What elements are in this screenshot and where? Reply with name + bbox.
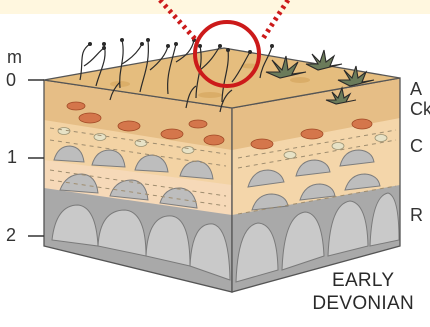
depth-axis-ticks: [28, 80, 44, 236]
caption-line-1: EARLY: [312, 269, 414, 293]
depth-unit-label: m: [7, 48, 22, 66]
depth-tick-1: 1: [7, 148, 17, 166]
top-glow: [0, 0, 430, 14]
front-face: [44, 80, 232, 292]
caption-line-2: DEVONIAN: [312, 292, 414, 316]
horizon-label-r: R: [410, 206, 423, 224]
horizon-label-c: C: [410, 137, 423, 155]
horizon-label-a: A: [410, 80, 422, 98]
period-caption: EARLY DEVONIAN: [312, 269, 414, 317]
depth-tick-2: 2: [6, 226, 16, 244]
depth-tick-0: 0: [6, 71, 16, 89]
side-face: [232, 78, 400, 292]
horizon-label-ck: Ck: [410, 100, 430, 118]
